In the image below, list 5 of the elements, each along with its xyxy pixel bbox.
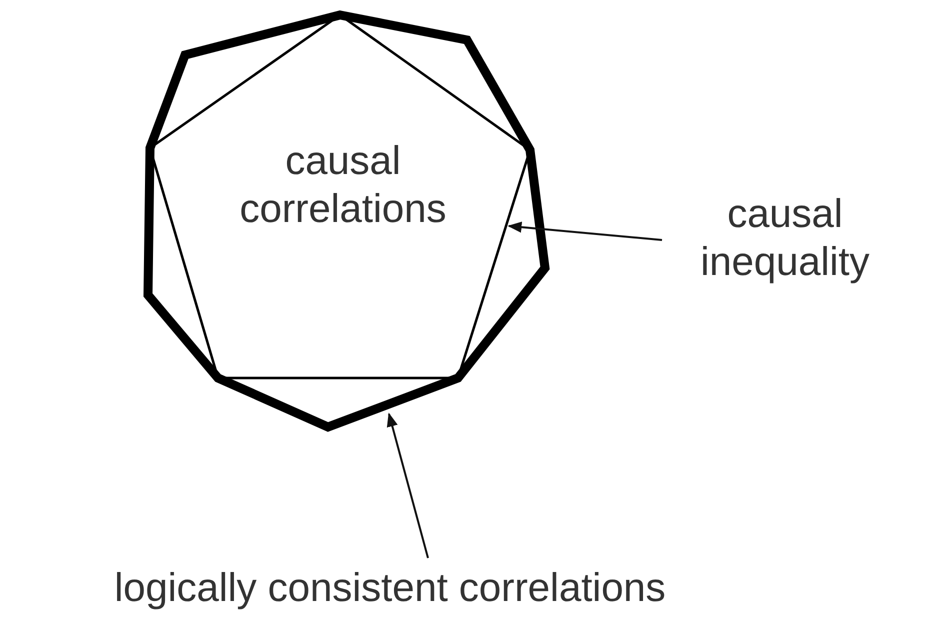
leader-line [508,222,662,241]
callout-text: causal inequality [660,183,910,293]
callout-text: logically consistent correlations [20,562,760,614]
region-label: causal correlations [238,138,448,233]
leader-line [386,412,429,558]
